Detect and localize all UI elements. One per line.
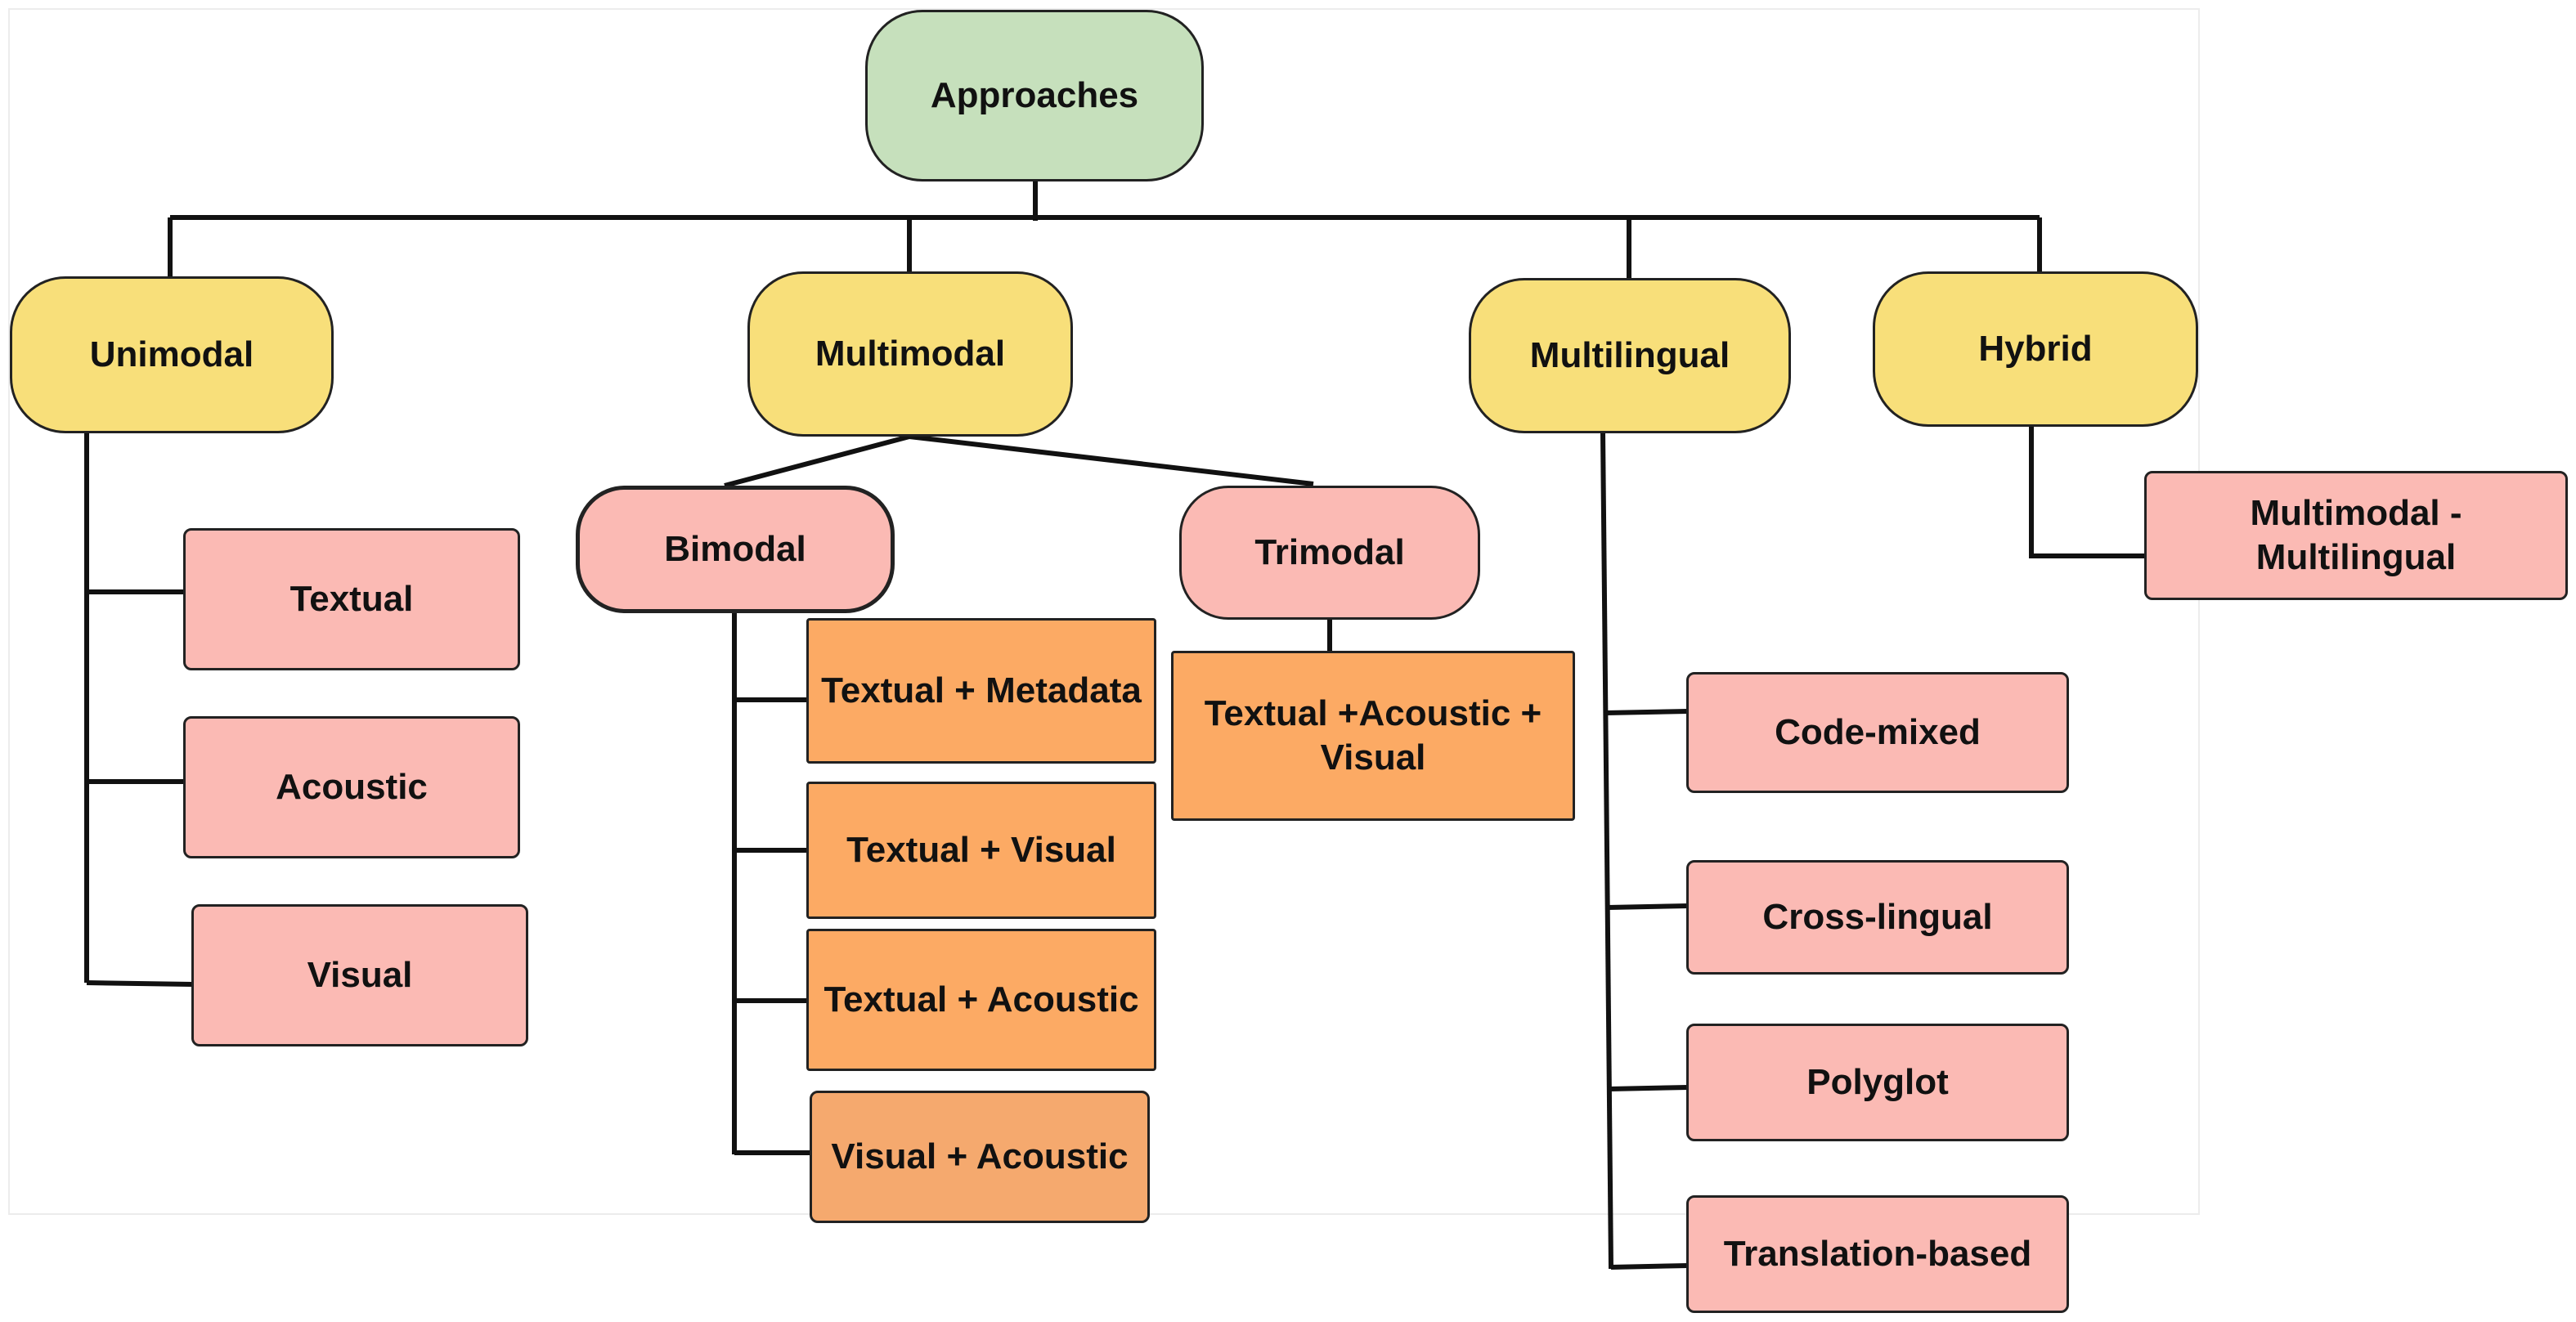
leaf-translation-based: Translation-based bbox=[1686, 1195, 2069, 1313]
bimodal-diagonal bbox=[724, 434, 910, 488]
trimodal-item-label: Textual +Acoustic + Visual bbox=[1204, 693, 1542, 778]
leaf-textual: Textual bbox=[183, 528, 520, 670]
category-multimodal: Multimodal bbox=[747, 271, 1073, 437]
multilingual-branch-3 bbox=[1609, 1085, 1689, 1091]
category-unimodal-label: Unimodal bbox=[89, 334, 254, 375]
leaf-code-mixed: Code-mixed bbox=[1686, 672, 2069, 793]
multilingual-branch-2 bbox=[1607, 903, 1689, 910]
leaf-acoustic-label: Acoustic bbox=[276, 767, 428, 808]
bimodal-item-label: Textual + Visual bbox=[846, 830, 1116, 871]
multilingual-trunk bbox=[1600, 431, 1613, 1270]
category-hybrid-label: Hybrid bbox=[1978, 329, 2093, 370]
leaf-cross-lingual: Cross-lingual bbox=[1686, 860, 2069, 975]
leaf-multimodal-multilingual: Multimodal - Multilingual bbox=[2144, 471, 2568, 600]
multilingual-branch-4 bbox=[1610, 1263, 1689, 1270]
bimodal-item-visual-acoustic: Visual + Acoustic bbox=[810, 1091, 1150, 1223]
leaf-visual-label: Visual bbox=[307, 955, 413, 996]
category-hybrid: Hybrid bbox=[1873, 271, 2198, 427]
hybrid-branch bbox=[2029, 427, 2146, 558]
bimodal-item-label: Textual + Metadata bbox=[821, 670, 1142, 711]
subcategory-trimodal-label: Trimodal bbox=[1254, 532, 1405, 573]
leaf-textual-label: Textual bbox=[289, 579, 414, 620]
category-multilingual: Multilingual bbox=[1469, 278, 1791, 433]
subcategory-bimodal: Bimodal bbox=[576, 486, 895, 613]
bimodal-item-textual-metadata: Textual + Metadata bbox=[806, 618, 1156, 764]
bimodal-item-textual-visual: Textual + Visual bbox=[806, 782, 1156, 919]
leaf-polyglot: Polyglot bbox=[1686, 1024, 2069, 1141]
trimodal-item-textual-acoustic-visual: Textual +Acoustic + Visual bbox=[1171, 651, 1575, 821]
unimodal-branch-3 bbox=[86, 980, 194, 987]
leaf-multimodal-multilingual-label: Multimodal - Multilingual bbox=[2250, 493, 2462, 577]
leaf-code-mixed-label: Code-mixed bbox=[1775, 712, 1981, 753]
leaf-polyglot-label: Polyglot bbox=[1806, 1062, 1949, 1103]
multilingual-branch-1 bbox=[1605, 709, 1689, 715]
trimodal-diagonal bbox=[909, 434, 1314, 486]
bimodal-item-textual-acoustic: Textual + Acoustic bbox=[806, 929, 1156, 1071]
category-unimodal: Unimodal bbox=[10, 276, 334, 433]
subcategory-bimodal-label: Bimodal bbox=[664, 529, 806, 570]
root-node: Approaches bbox=[865, 10, 1204, 181]
leaf-translation-based-label: Translation-based bbox=[1723, 1234, 2032, 1275]
subcategory-trimodal: Trimodal bbox=[1179, 486, 1480, 620]
root-label: Approaches bbox=[930, 75, 1139, 116]
leaf-cross-lingual-label: Cross-lingual bbox=[1762, 897, 1993, 938]
category-multimodal-label: Multimodal bbox=[815, 334, 1006, 374]
category-multilingual-label: Multilingual bbox=[1529, 335, 1730, 376]
bimodal-item-label: Visual + Acoustic bbox=[831, 1136, 1129, 1177]
leaf-visual: Visual bbox=[191, 904, 528, 1046]
leaf-acoustic: Acoustic bbox=[183, 716, 520, 858]
bimodal-item-label: Textual + Acoustic bbox=[824, 979, 1139, 1020]
